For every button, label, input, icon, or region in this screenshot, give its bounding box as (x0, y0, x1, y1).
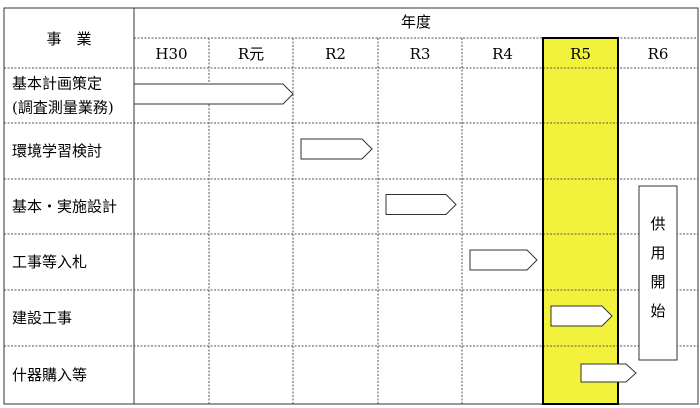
milestone-box (638, 185, 678, 361)
task-arrow-2 (385, 194, 457, 215)
task-arrow-3 (469, 249, 538, 271)
task-arrow-5 (580, 363, 637, 383)
year-label-6: R6 (648, 45, 669, 63)
task-labels: 基本計画策定 (調査測量業務) 環境学習検討基本・実施設計工事等入札建設工事什器購入… (12, 75, 117, 385)
year-header-labels: H30 R元 R2 R3 R4 R5 R6 (155, 45, 668, 63)
r5-column-border (542, 37, 619, 405)
year-label-3: R3 (410, 45, 431, 63)
table-border (3, 7, 699, 405)
task-arrows (133, 83, 637, 383)
task-label-0-0: 基本計画策定 (12, 75, 102, 93)
task-label-1-0: 環境学習検討 (12, 142, 102, 160)
task-label-0-1: (調査測量業務) (12, 99, 114, 117)
project-column-header: 事 業 (46, 30, 91, 48)
milestone-char-0: 供 (650, 215, 665, 233)
row-separators (4, 37, 698, 347)
task-arrow-0 (133, 83, 294, 105)
milestone-char-3: 始 (650, 302, 665, 320)
year-group-header: 年度 (401, 13, 431, 31)
task-label-4-0: 建設工事 (12, 309, 72, 327)
year-label-5: R5 (570, 45, 591, 63)
year-label-2: R2 (325, 45, 346, 63)
milestone-char-2: 開 (650, 273, 665, 291)
year-label-0: H30 (155, 45, 187, 63)
r5-highlight-column (543, 38, 618, 404)
task-arrow-4 (550, 305, 613, 327)
task-label-3-0: 工事等入札 (12, 253, 87, 271)
milestone-char-1: 用 (650, 244, 665, 262)
year-label-1: R元 (238, 45, 264, 63)
task-label-5-0: 什器購入等 (12, 366, 87, 384)
year-label-4: R4 (492, 45, 513, 63)
task-arrow-1 (300, 138, 373, 160)
task-label-2-0: 基本・実施設計 (12, 198, 117, 216)
